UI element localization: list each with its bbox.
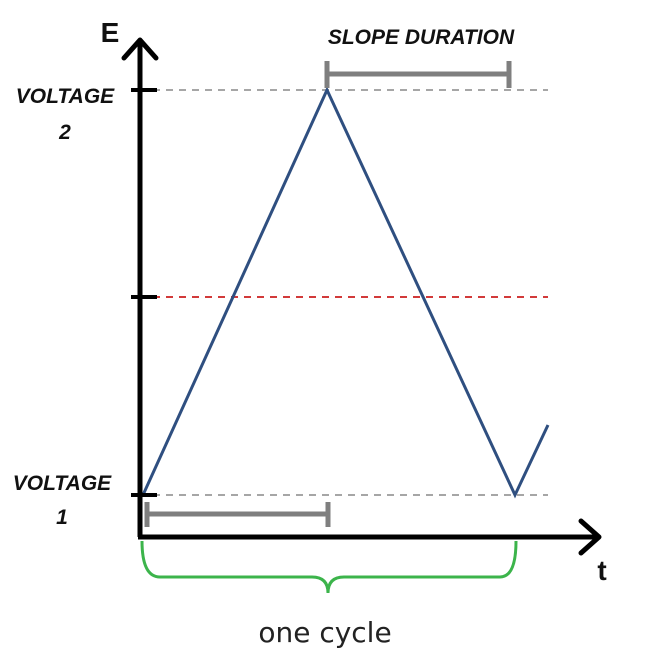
voltage-2-label-line1: VOLTAGE <box>16 85 115 108</box>
voltage-1-label-line1: VOLTAGE <box>13 472 112 495</box>
one-cycle-label: one cycle <box>258 616 391 649</box>
slope-duration-bracket <box>324 61 512 88</box>
voltage-1-label-line2: 1 <box>56 506 68 529</box>
slope-duration-label: SLOPE DURATION <box>328 26 515 49</box>
voltage-2-label-line2: 2 <box>58 121 71 144</box>
triangle-waveform <box>141 86 550 499</box>
y-axis-label: E <box>101 17 120 48</box>
one-cycle-brace <box>140 540 518 594</box>
y-axis-arrowhead <box>121 37 159 61</box>
x-axis-label: t <box>597 555 606 586</box>
rising-slope-bracket <box>144 502 331 527</box>
x-axis-arrowhead <box>578 518 602 556</box>
